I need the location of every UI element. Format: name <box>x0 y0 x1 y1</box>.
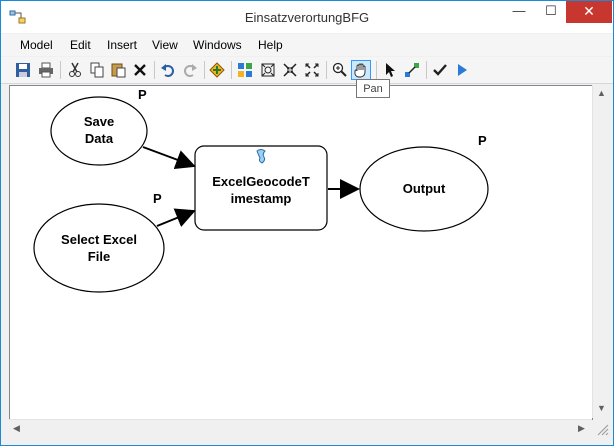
select-excel-label: Select Excel File <box>61 232 137 264</box>
horizontal-scrollbar[interactable]: ◀ ▶ <box>9 419 592 437</box>
model-diagram <box>33 96 489 293</box>
auto-layout-icon[interactable] <box>235 60 255 80</box>
tool-label: ExcelGeocodeT imestamp <box>212 174 310 206</box>
pan-icon[interactable] <box>351 60 371 80</box>
save-icon[interactable] <box>13 60 33 80</box>
output-param-marker: P <box>478 133 487 148</box>
cut-icon[interactable] <box>65 60 85 80</box>
redo-icon[interactable] <box>180 60 200 80</box>
output-node-shape[interactable] <box>359 146 489 232</box>
model-builder-icon <box>9 10 26 24</box>
print-icon[interactable] <box>36 60 56 80</box>
menu-model[interactable]: Model <box>20 38 53 52</box>
connector-save-to-tool[interactable] <box>142 146 196 170</box>
scroll-right-arrow-icon[interactable]: ▶ <box>578 423 585 433</box>
scroll-left-arrow-icon[interactable]: ◀ <box>13 423 20 433</box>
save-data-label: Save Data <box>83 114 115 146</box>
copy-icon[interactable] <box>87 60 107 80</box>
scroll-down-arrow-icon[interactable]: ▼ <box>597 403 606 413</box>
resize-grip-icon[interactable] <box>593 420 609 436</box>
menu-view[interactable]: View <box>152 38 178 52</box>
menu-edit[interactable]: Edit <box>70 38 91 52</box>
save-data-node-shape[interactable] <box>50 96 148 166</box>
menu-bar: Model Edit Insert View Windows Help <box>1 34 613 56</box>
model-canvas[interactable]: Save Data Select Excel File ExcelGeocode… <box>9 85 593 420</box>
menu-help[interactable]: Help <box>258 38 283 52</box>
full-extent-icon[interactable] <box>258 60 278 80</box>
delete-icon[interactable] <box>130 60 150 80</box>
scroll-up-arrow-icon[interactable]: ▲ <box>597 88 606 98</box>
toolbar-separator <box>426 61 427 79</box>
minimize-button[interactable]: — <box>512 3 526 18</box>
vertical-scrollbar[interactable]: ▲ ▼ <box>592 85 610 418</box>
title-bar: EinsatzverortungBFG — ☐ ✕ <box>1 1 613 33</box>
maximize-button[interactable]: ☐ <box>545 3 557 18</box>
toolbar-separator <box>376 61 377 79</box>
menu-insert[interactable]: Insert <box>107 38 138 52</box>
tool-script-icon <box>256 149 266 164</box>
add-connection-icon[interactable] <box>402 60 422 80</box>
select-excel-node-shape[interactable] <box>33 203 165 293</box>
undo-icon[interactable] <box>158 60 178 80</box>
toolbar-separator <box>231 61 232 79</box>
toolbar-separator <box>326 61 327 79</box>
pan-tooltip: Pan <box>356 79 390 98</box>
tool-node-shape[interactable] <box>194 145 328 231</box>
fixed-zoom-out-icon[interactable] <box>302 60 322 80</box>
add-data-icon[interactable] <box>207 60 227 80</box>
menu-windows[interactable]: Windows <box>193 38 242 52</box>
toolbar-separator <box>60 61 61 79</box>
fixed-zoom-in-icon[interactable] <box>280 60 300 80</box>
toolbar <box>1 57 613 84</box>
output-label: Output <box>402 181 446 196</box>
validate-icon[interactable] <box>430 60 450 80</box>
select-excel-param-marker: P <box>153 191 162 206</box>
connector-excel-to-tool[interactable] <box>156 208 196 228</box>
select-arrow-icon[interactable] <box>380 60 400 80</box>
close-button[interactable]: ✕ <box>566 1 612 23</box>
toolbar-separator <box>204 61 205 79</box>
window-title: EinsatzverortungBFG <box>244 10 370 25</box>
paste-icon[interactable] <box>108 60 128 80</box>
run-icon[interactable] <box>452 60 472 80</box>
save-data-param-marker: P <box>138 87 147 102</box>
zoom-in-icon[interactable] <box>330 60 350 80</box>
toolbar-separator <box>154 61 155 79</box>
